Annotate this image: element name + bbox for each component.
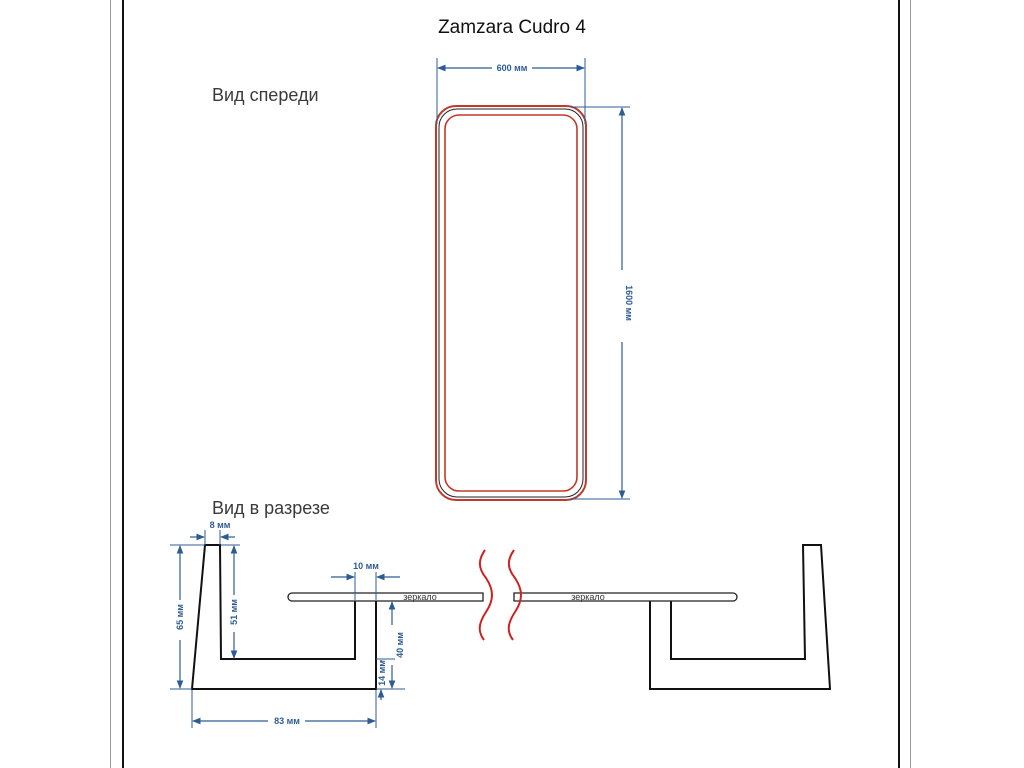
mirror-glass-right [513,592,738,602]
dim-width-83-label: 83 мм [274,716,300,726]
dim-total-height: 65 мм [170,544,205,690]
left-border-line-inner [122,0,124,768]
front-view-heading: Вид спереди [212,85,319,105]
right-border-line-inner [898,0,900,768]
dim-base-14-label: 14 мм [377,660,387,686]
dim-depth-40: 40 мм [376,601,405,690]
dim-top-thickness: 8 мм [190,520,235,545]
front-height-dimension: 1600 мм [570,106,634,500]
mirror-glass-left [287,592,484,602]
dim-width-83: 83 мм [191,690,377,728]
left-border-line [110,0,111,768]
right-frame-profile [649,544,832,690]
dim-inner-height-label: 51 мм [229,599,239,625]
mirror-front-outline [435,105,587,501]
front-width-label: 600 мм [497,63,528,73]
dim-base-14: 14 мм [376,658,395,700]
dim-depth-40-label: 40 мм [395,632,405,658]
section-view-heading: Вид в разрезе [212,498,330,518]
right-border-line [910,0,911,768]
dim-total-height-label: 65 мм [175,604,185,630]
dim-mirror-gap: 10 мм [331,561,400,600]
mirror-label-left: зеркало [403,592,437,602]
break-mark-right [507,549,522,641]
break-mark-left [478,549,493,641]
left-frame-profile [190,544,377,690]
dim-mirror-gap-label: 10 мм [353,561,379,571]
front-height-label: 1600 мм [624,285,634,321]
drawing-title: Zamzara Cudro 4 [438,17,586,38]
mirror-label-right: зеркало [571,592,605,602]
dim-top-thickness-label: 8 мм [210,520,231,530]
dim-inner-height: 51 мм [221,544,240,659]
front-width-dimension: 600 мм [436,58,586,124]
